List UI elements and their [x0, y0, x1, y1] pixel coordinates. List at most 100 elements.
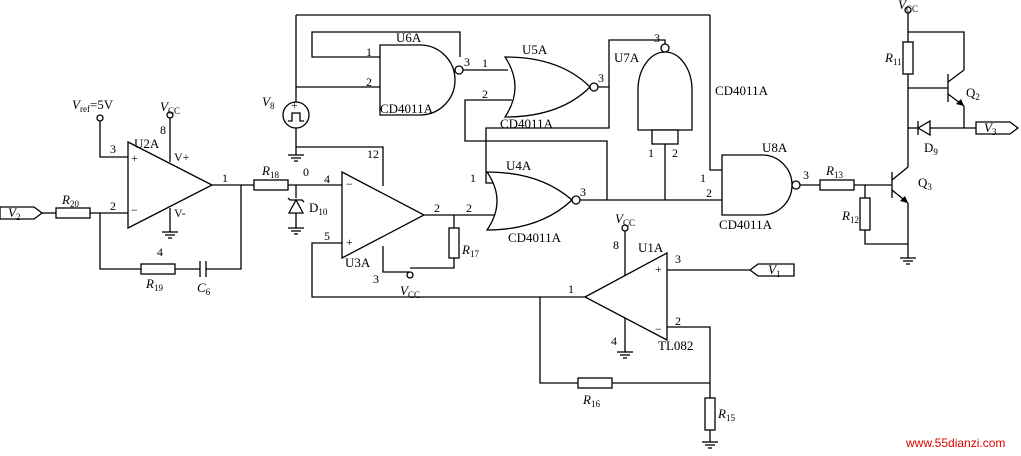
- svg-text:8: 8: [613, 238, 619, 252]
- svg-text:1: 1: [366, 45, 372, 59]
- svg-text:2: 2: [434, 201, 440, 215]
- resistor-r18: [253, 179, 289, 191]
- source-v8: + V8: [262, 15, 310, 162]
- svg-text:3: 3: [464, 55, 470, 69]
- resistor-r16: [577, 377, 613, 389]
- svg-text:CD4011A: CD4011A: [380, 101, 434, 116]
- vref-label: Vref=5V: [72, 97, 114, 114]
- svg-text:+: +: [291, 98, 298, 112]
- resistor-r12: [859, 197, 871, 231]
- svg-text:1: 1: [568, 282, 574, 296]
- port-v1: [748, 263, 795, 277]
- svg-text:3: 3: [675, 252, 681, 266]
- u1a-section: U1A TL082 + − 8 3 2 1 4 VCC V1 R16 R15: [539, 211, 795, 449]
- svg-text:−: −: [346, 177, 353, 191]
- svg-text:U8A: U8A: [762, 140, 788, 155]
- svg-text:C6: C6: [197, 280, 211, 297]
- svg-text:2: 2: [675, 314, 681, 328]
- svg-text:CD4011A: CD4011A: [715, 83, 769, 98]
- svg-text:VCC: VCC: [400, 283, 420, 300]
- svg-text:1: 1: [648, 146, 654, 160]
- ground-icon: [162, 231, 178, 239]
- svg-text:2: 2: [466, 201, 472, 215]
- svg-text:−: −: [655, 322, 662, 336]
- svg-text:R15: R15: [717, 406, 735, 423]
- svg-text:U4A: U4A: [506, 158, 532, 173]
- svg-text:CD4011A: CD4011A: [500, 116, 554, 131]
- svg-text:V2: V2: [8, 205, 20, 222]
- zener-d10: D10 0: [287, 165, 328, 235]
- svg-text:R17: R17: [461, 242, 479, 259]
- svg-text:R19: R19: [145, 276, 163, 293]
- u2-plus: +: [131, 151, 138, 165]
- svg-text:R16: R16: [582, 392, 600, 409]
- svg-text:1: 1: [482, 56, 488, 70]
- u2a-name: U2A: [134, 136, 160, 151]
- svg-text:TL082: TL082: [658, 338, 693, 353]
- u3a-opamp: [341, 170, 426, 260]
- resistor-r20: [55, 207, 91, 219]
- u2a-opamp: [127, 140, 214, 230]
- u2-pin4: 4: [157, 245, 163, 259]
- svg-text:R13: R13: [825, 163, 843, 180]
- u3a-name: U3A: [345, 255, 371, 270]
- u2-pin8: 8: [160, 123, 166, 137]
- svg-text:U1A: U1A: [638, 240, 664, 255]
- svg-text:4: 4: [611, 334, 617, 348]
- svg-text:2: 2: [672, 146, 678, 160]
- svg-text:V3: V3: [984, 120, 997, 137]
- u2-pin1: 1: [222, 171, 228, 185]
- u2a-section: Vref=5V VCC 8 U2A + − V+ V- 3 2 1 4 V2 R…: [0, 97, 342, 297]
- svg-text:1: 1: [700, 171, 706, 185]
- svg-text:U7A: U7A: [614, 50, 640, 65]
- u3a-section: U3A − + 4 5 12 3 2 VCC R17 2: [296, 146, 585, 300]
- resistor-r15: [704, 397, 716, 431]
- svg-text:+: +: [346, 235, 353, 249]
- driver-section: R13 R12 Q3 D9 V3 Q2 R11: [819, 0, 1020, 265]
- u2-vminus: V-: [174, 206, 186, 220]
- svg-text:V1: V1: [768, 262, 780, 279]
- resistor-r19: [140, 263, 176, 275]
- svg-text:3: 3: [654, 31, 660, 45]
- svg-text:CD4011A: CD4011A: [508, 230, 562, 245]
- svg-text:2: 2: [366, 75, 372, 89]
- svg-text:D9: D9: [924, 140, 938, 157]
- vcc1-label: VCC: [160, 99, 180, 116]
- resistor-r17: [448, 227, 460, 259]
- svg-text:VCC: VCC: [898, 0, 918, 14]
- svg-text:3: 3: [803, 168, 809, 182]
- svg-text:R12: R12: [841, 208, 859, 225]
- u1a-opamp: [583, 251, 668, 342]
- svg-text:0: 0: [303, 165, 309, 179]
- svg-text:3: 3: [598, 71, 604, 85]
- svg-text:CD4011A: CD4011A: [719, 217, 773, 232]
- svg-text:U6A: U6A: [396, 30, 422, 45]
- svg-text:R11: R11: [884, 50, 902, 67]
- svg-text:2: 2: [482, 87, 488, 101]
- svg-text:U5A: U5A: [522, 42, 548, 57]
- svg-text:1: 1: [470, 171, 476, 185]
- u5a-nand: U5A CD4011A 1 2 3: [464, 42, 610, 200]
- u2-pin2: 2: [110, 199, 116, 213]
- svg-text:V8: V8: [262, 94, 275, 111]
- u7a-nand: U7A CD4011A 3 1 2: [608, 31, 769, 200]
- port-v3: [975, 121, 1020, 135]
- u2-minus: −: [131, 203, 138, 217]
- u8a-nand: U8A CD4011A 1 2 3: [700, 15, 820, 232]
- svg-text:12: 12: [367, 147, 379, 161]
- port-v2: [0, 206, 44, 220]
- svg-text:+: +: [655, 262, 662, 276]
- u6a-nand: U6A CD4011A 1 2 3: [296, 14, 710, 116]
- watermark: www.55dianzi.com: [905, 436, 1005, 450]
- svg-text:2: 2: [706, 186, 712, 200]
- svg-text:VCC: VCC: [615, 211, 635, 228]
- u4a-nand: U4A CD4011A 1 3: [470, 158, 722, 245]
- u2-pin3: 3: [110, 142, 116, 156]
- svg-text:4: 4: [324, 172, 330, 186]
- svg-text:3: 3: [373, 272, 379, 286]
- svg-text:Q2: Q2: [966, 85, 980, 102]
- svg-text:R20: R20: [61, 192, 79, 209]
- resistor-r11: [902, 41, 914, 75]
- u2-vplus: V+: [174, 150, 190, 164]
